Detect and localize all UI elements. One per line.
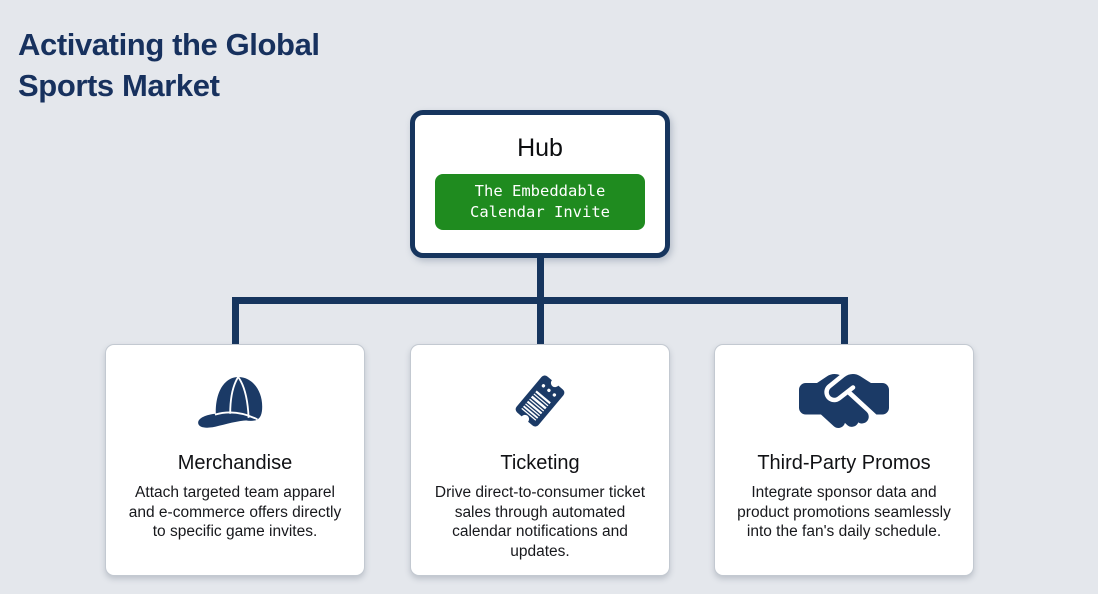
card-description: Integrate sponsor data and product promo… <box>737 484 951 540</box>
card-title: Third-Party Promos <box>757 452 931 474</box>
embeddable-calendar-invite-badge[interactable]: The Embeddable Calendar Invite <box>435 174 645 230</box>
ticket-icon <box>426 359 654 443</box>
card-title: Merchandise <box>177 452 293 474</box>
card-description: Drive direct-to-consumer ticket sales th… <box>434 484 646 560</box>
baseball-cap-icon <box>121 359 349 443</box>
card-description: Attach targeted team apparel and e-comme… <box>128 484 342 540</box>
connector-drop-right <box>841 297 848 344</box>
card-ticketing: Ticketing Drive direct-to-consumer ticke… <box>410 344 670 576</box>
card-merchandise: Merchandise Attach targeted team apparel… <box>105 344 365 576</box>
hub-node: Hub The Embeddable Calendar Invite <box>410 110 670 258</box>
connector-drop-left <box>232 297 239 344</box>
handshake-icon <box>730 359 958 443</box>
card-title: Ticketing <box>500 452 580 474</box>
hub-title: Hub <box>517 134 563 162</box>
card-third-party-promos: Third-Party Promos Integrate sponsor dat… <box>714 344 974 576</box>
connector-horizontal <box>232 297 848 304</box>
page-title: Activating the Global Sports Market <box>18 27 320 103</box>
